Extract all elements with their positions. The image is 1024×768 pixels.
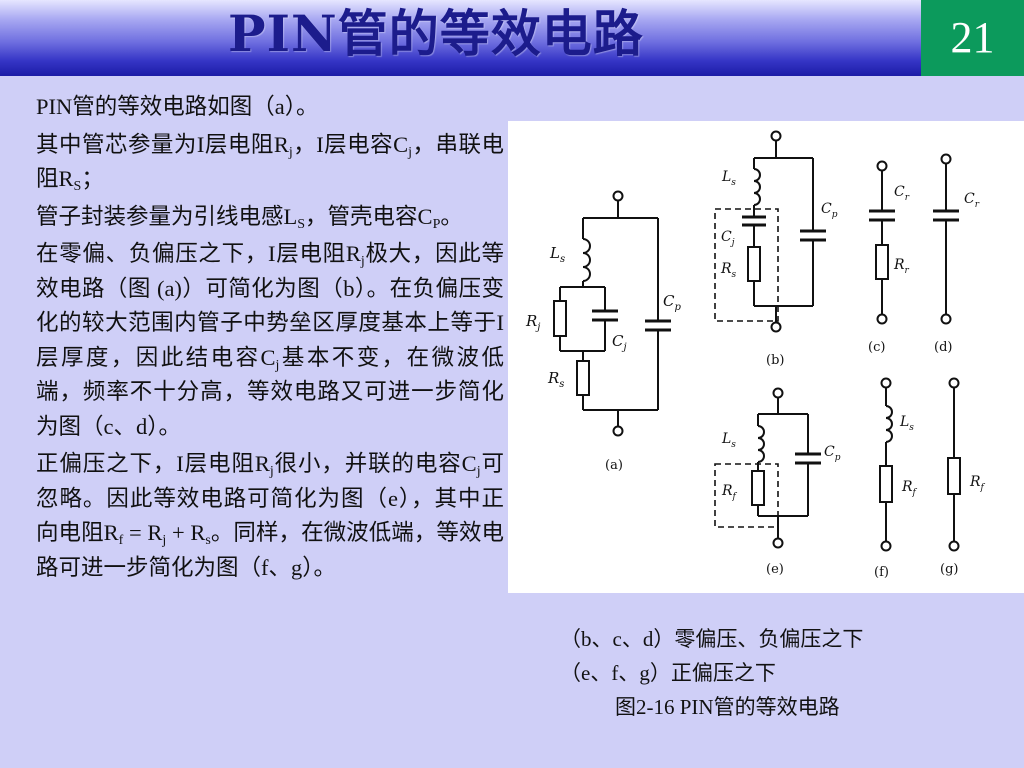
caption-line-2: （e、f、g）正偏压之下	[560, 661, 776, 685]
circuit-b	[714, 130, 826, 333]
panel-label-c: (c)	[868, 340, 885, 355]
svg-text:Rf: Rf	[721, 483, 738, 502]
panel-label-e: (e)	[766, 562, 784, 577]
svg-text:Cp: Cp	[824, 444, 841, 463]
svg-text:Cp: Cp	[821, 201, 838, 220]
slide-number: 21	[921, 0, 1024, 76]
svg-text:Cj: Cj	[612, 332, 627, 353]
svg-text:Cp: Cp	[663, 292, 681, 313]
labels-b: Ls Cj Rs Cp	[720, 169, 838, 280]
svg-text:Rj: Rj	[525, 312, 540, 333]
svg-text:Ls: Ls	[549, 244, 565, 265]
svg-text:Ls: Ls	[721, 169, 736, 188]
paragraph-5: 正偏压之下，I层电阻Rj很小，并联的电容Cj可忽略。因此等效电路可简化为图（e）…	[36, 451, 504, 580]
labels-g: Rf	[969, 474, 986, 493]
labels-d: Cr	[964, 191, 980, 210]
labels-a: Ls Rj Cj Rs Cp	[525, 244, 681, 390]
body-text: PIN管的等效电路如图（a）。 其中管芯参量为I层电阻Rj，I层电容Cj，串联电…	[36, 90, 504, 588]
panel-label-b: (b)	[766, 353, 784, 368]
circuit-g	[947, 377, 961, 552]
svg-text:Rs: Rs	[720, 261, 737, 280]
paragraph-2: 其中管芯参量为I层电阻Rj，I层电容Cj，串联电阻RS；	[36, 131, 504, 194]
circuit-d	[933, 153, 959, 325]
figure-caption: （b、c、d）零偏压、负偏压之下 （e、f、g）正偏压之下 图2-16 PIN管…	[560, 622, 1020, 724]
svg-text:Rf: Rf	[901, 479, 918, 498]
paragraph-3: 管子封装参量为引线电感LS，管壳电容CP。	[36, 203, 463, 232]
title-bar: PIN管的等效电路 21	[0, 0, 1024, 76]
svg-text:Ls: Ls	[721, 431, 736, 450]
svg-text:Ls: Ls	[899, 414, 914, 433]
svg-text:Cr: Cr	[964, 191, 980, 210]
circuit-c	[869, 160, 895, 325]
caption-line-1: （b、c、d）零偏压、负偏压之下	[560, 627, 864, 651]
svg-text:Cr: Cr	[894, 184, 910, 203]
svg-text:Rr: Rr	[893, 257, 910, 276]
caption-line-3: 图2-16 PIN管的等效电路	[615, 695, 840, 719]
labels-e: Ls Rf Cp	[721, 431, 841, 502]
panel-label-a: (a)	[605, 458, 623, 473]
circuit-figure: Ls Rj Cj Rs Cp (a)	[508, 121, 1024, 593]
panel-label-f: (f)	[874, 565, 889, 580]
paragraph-4: 在零偏、负偏压之下，I层电阻Rj极大，因此等效电路（图 (a)）可简化为图（b）…	[36, 241, 504, 439]
paragraph-1: PIN管的等效电路如图（a）。	[36, 94, 319, 119]
svg-text:Rs: Rs	[547, 369, 564, 390]
circuit-f	[879, 377, 893, 552]
circuit-e	[714, 387, 821, 549]
labels-f: Ls Rf	[899, 414, 918, 498]
labels-c: Cr Rr	[893, 184, 910, 276]
panel-label-g: (g)	[940, 562, 958, 577]
svg-text:Cj: Cj	[721, 229, 735, 248]
panel-label-d: (d)	[934, 340, 952, 355]
slide-title: PIN管的等效电路	[228, 4, 644, 63]
svg-text:Rf: Rf	[969, 474, 986, 493]
circuit-a	[553, 190, 671, 437]
